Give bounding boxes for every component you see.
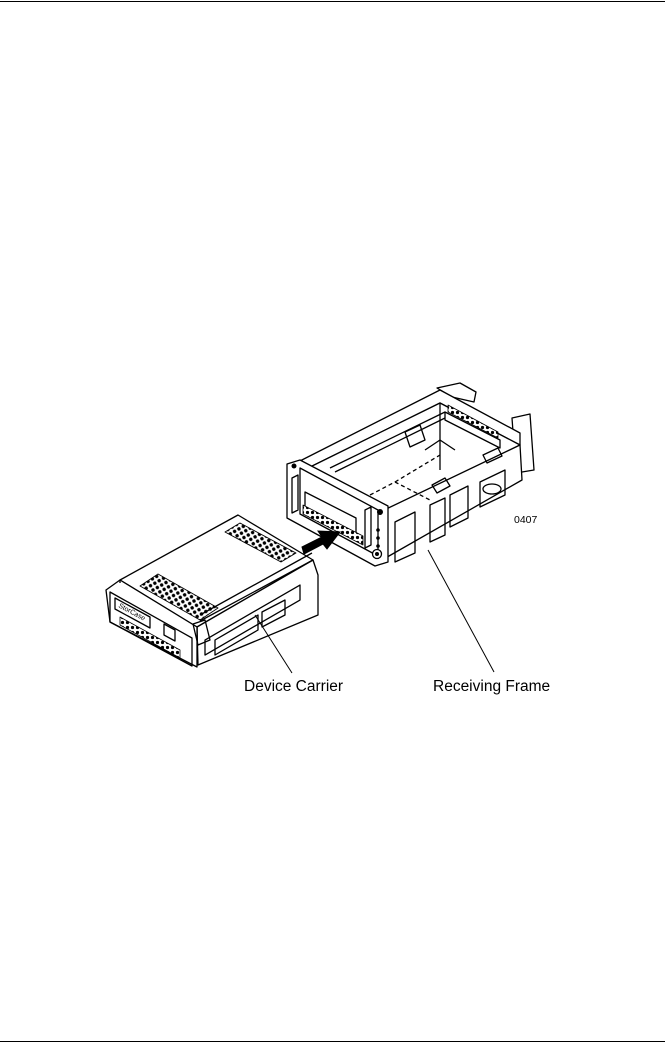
device-carrier-label: Device Carrier xyxy=(244,678,343,695)
receiving-frame-leader xyxy=(428,550,494,672)
receiving-frame-label: Receiving Frame xyxy=(433,678,550,695)
figure-number: 0407 xyxy=(514,514,538,526)
device-carrier: StorCase xyxy=(106,515,318,667)
bottom-rule xyxy=(0,1041,665,1042)
